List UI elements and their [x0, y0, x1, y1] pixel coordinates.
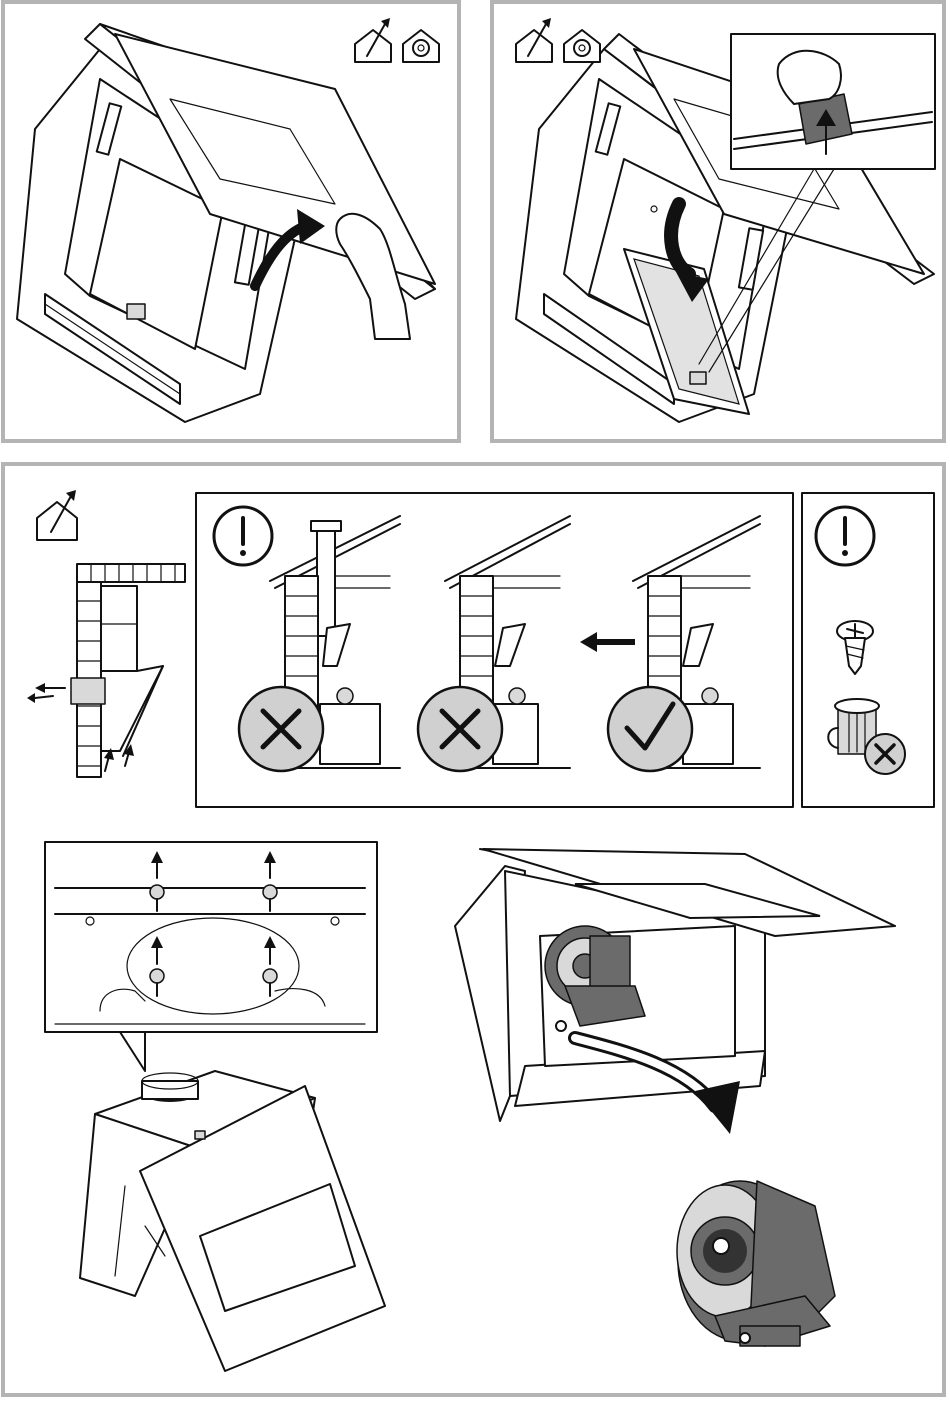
hood-filter-removal-illustration	[494, 4, 942, 439]
recirculation-mode-icon	[564, 30, 600, 62]
extraction-installation-illustrations	[5, 466, 942, 1393]
hood-motor-removal-illustration	[455, 849, 895, 1134]
motor-icon	[677, 1181, 835, 1346]
top-screws-detail-inset	[45, 842, 377, 1071]
wall-side-view-diagram	[27, 564, 185, 777]
step-open-panel	[1, 0, 461, 443]
extraction-mode-icon	[516, 18, 552, 62]
allowed-icon	[608, 687, 692, 771]
hood-open-panel-illustration	[5, 4, 457, 439]
extraction-mode-icon	[37, 490, 77, 540]
not-allowed-icon	[239, 687, 323, 771]
recirculation-mode-icon	[403, 30, 439, 62]
filter-handle	[127, 304, 145, 319]
extraction-mode-icon	[355, 18, 391, 62]
extraction-installation-section	[1, 462, 946, 1397]
hood-top-view-illustration	[80, 1071, 385, 1371]
step-remove-grease-filter	[490, 0, 946, 443]
hand-icon	[778, 51, 841, 104]
not-allowed-icon	[418, 687, 502, 771]
